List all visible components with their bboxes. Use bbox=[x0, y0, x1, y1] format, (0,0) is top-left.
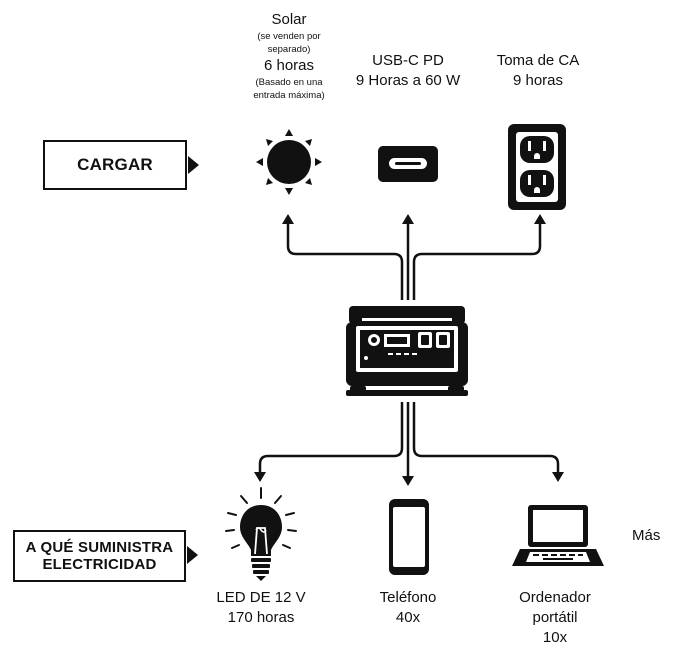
charge-connectors bbox=[286, 222, 542, 300]
laptop-name: Ordenador portátil bbox=[519, 589, 591, 626]
led-label: LED DE 12 V 170 horas bbox=[186, 588, 336, 628]
light-bulb-icon bbox=[225, 487, 297, 581]
ac-outlet-icon bbox=[508, 124, 566, 210]
laptop-value: 10x bbox=[542, 629, 568, 646]
power-connectors bbox=[258, 402, 560, 476]
charge-pointer-icon bbox=[188, 156, 199, 174]
power-heading-box: A QUÉ SUMINISTRA ELECTRICIDAD bbox=[13, 530, 186, 582]
laptop-icon bbox=[512, 505, 604, 566]
power-heading-line2: ELECTRICIDAD bbox=[42, 556, 157, 573]
solar-label: Solar (se venden por separado) 6 horas (… bbox=[219, 10, 359, 102]
solar-note2: (Basado en una entrada máxima) bbox=[253, 77, 325, 101]
solar-time: 6 horas bbox=[263, 57, 315, 74]
solar-note: (se venden por separado) bbox=[257, 31, 321, 55]
laptop-label: Ordenador portátil 10x bbox=[500, 588, 610, 648]
led-value: 170 horas bbox=[227, 609, 295, 626]
ac-outlet-time: 9 horas bbox=[512, 72, 564, 89]
phone-name: Teléfono bbox=[379, 589, 437, 606]
charge-heading-box: CARGAR bbox=[43, 140, 187, 190]
ac-outlet-label: Toma de CA 9 horas bbox=[482, 51, 594, 91]
usb-c-icon bbox=[378, 146, 438, 182]
usb-c-time: 9 Horas a 60 W bbox=[355, 72, 461, 89]
charge-heading: CARGAR bbox=[77, 155, 153, 174]
power-heading-line1: A QUÉ SUMINISTRA bbox=[25, 539, 174, 556]
usb-c-title: USB-C PD bbox=[372, 52, 444, 69]
led-name: LED DE 12 V bbox=[216, 589, 306, 606]
power-arrowheads bbox=[254, 472, 564, 486]
phone-value: 40x bbox=[395, 609, 421, 626]
smartphone-icon bbox=[389, 499, 429, 575]
usb-c-label: USB-C PD 9 Horas a 60 W bbox=[338, 51, 478, 91]
power-station-icon bbox=[346, 306, 468, 396]
power-pointer-icon bbox=[187, 546, 198, 564]
solar-title: Solar bbox=[271, 11, 307, 28]
ac-outlet-title: Toma de CA bbox=[496, 52, 580, 69]
more-label: Más bbox=[632, 527, 661, 544]
phone-label: Teléfono 40x bbox=[352, 588, 464, 628]
charge-arrowheads bbox=[282, 214, 546, 224]
sun-icon bbox=[256, 129, 322, 195]
